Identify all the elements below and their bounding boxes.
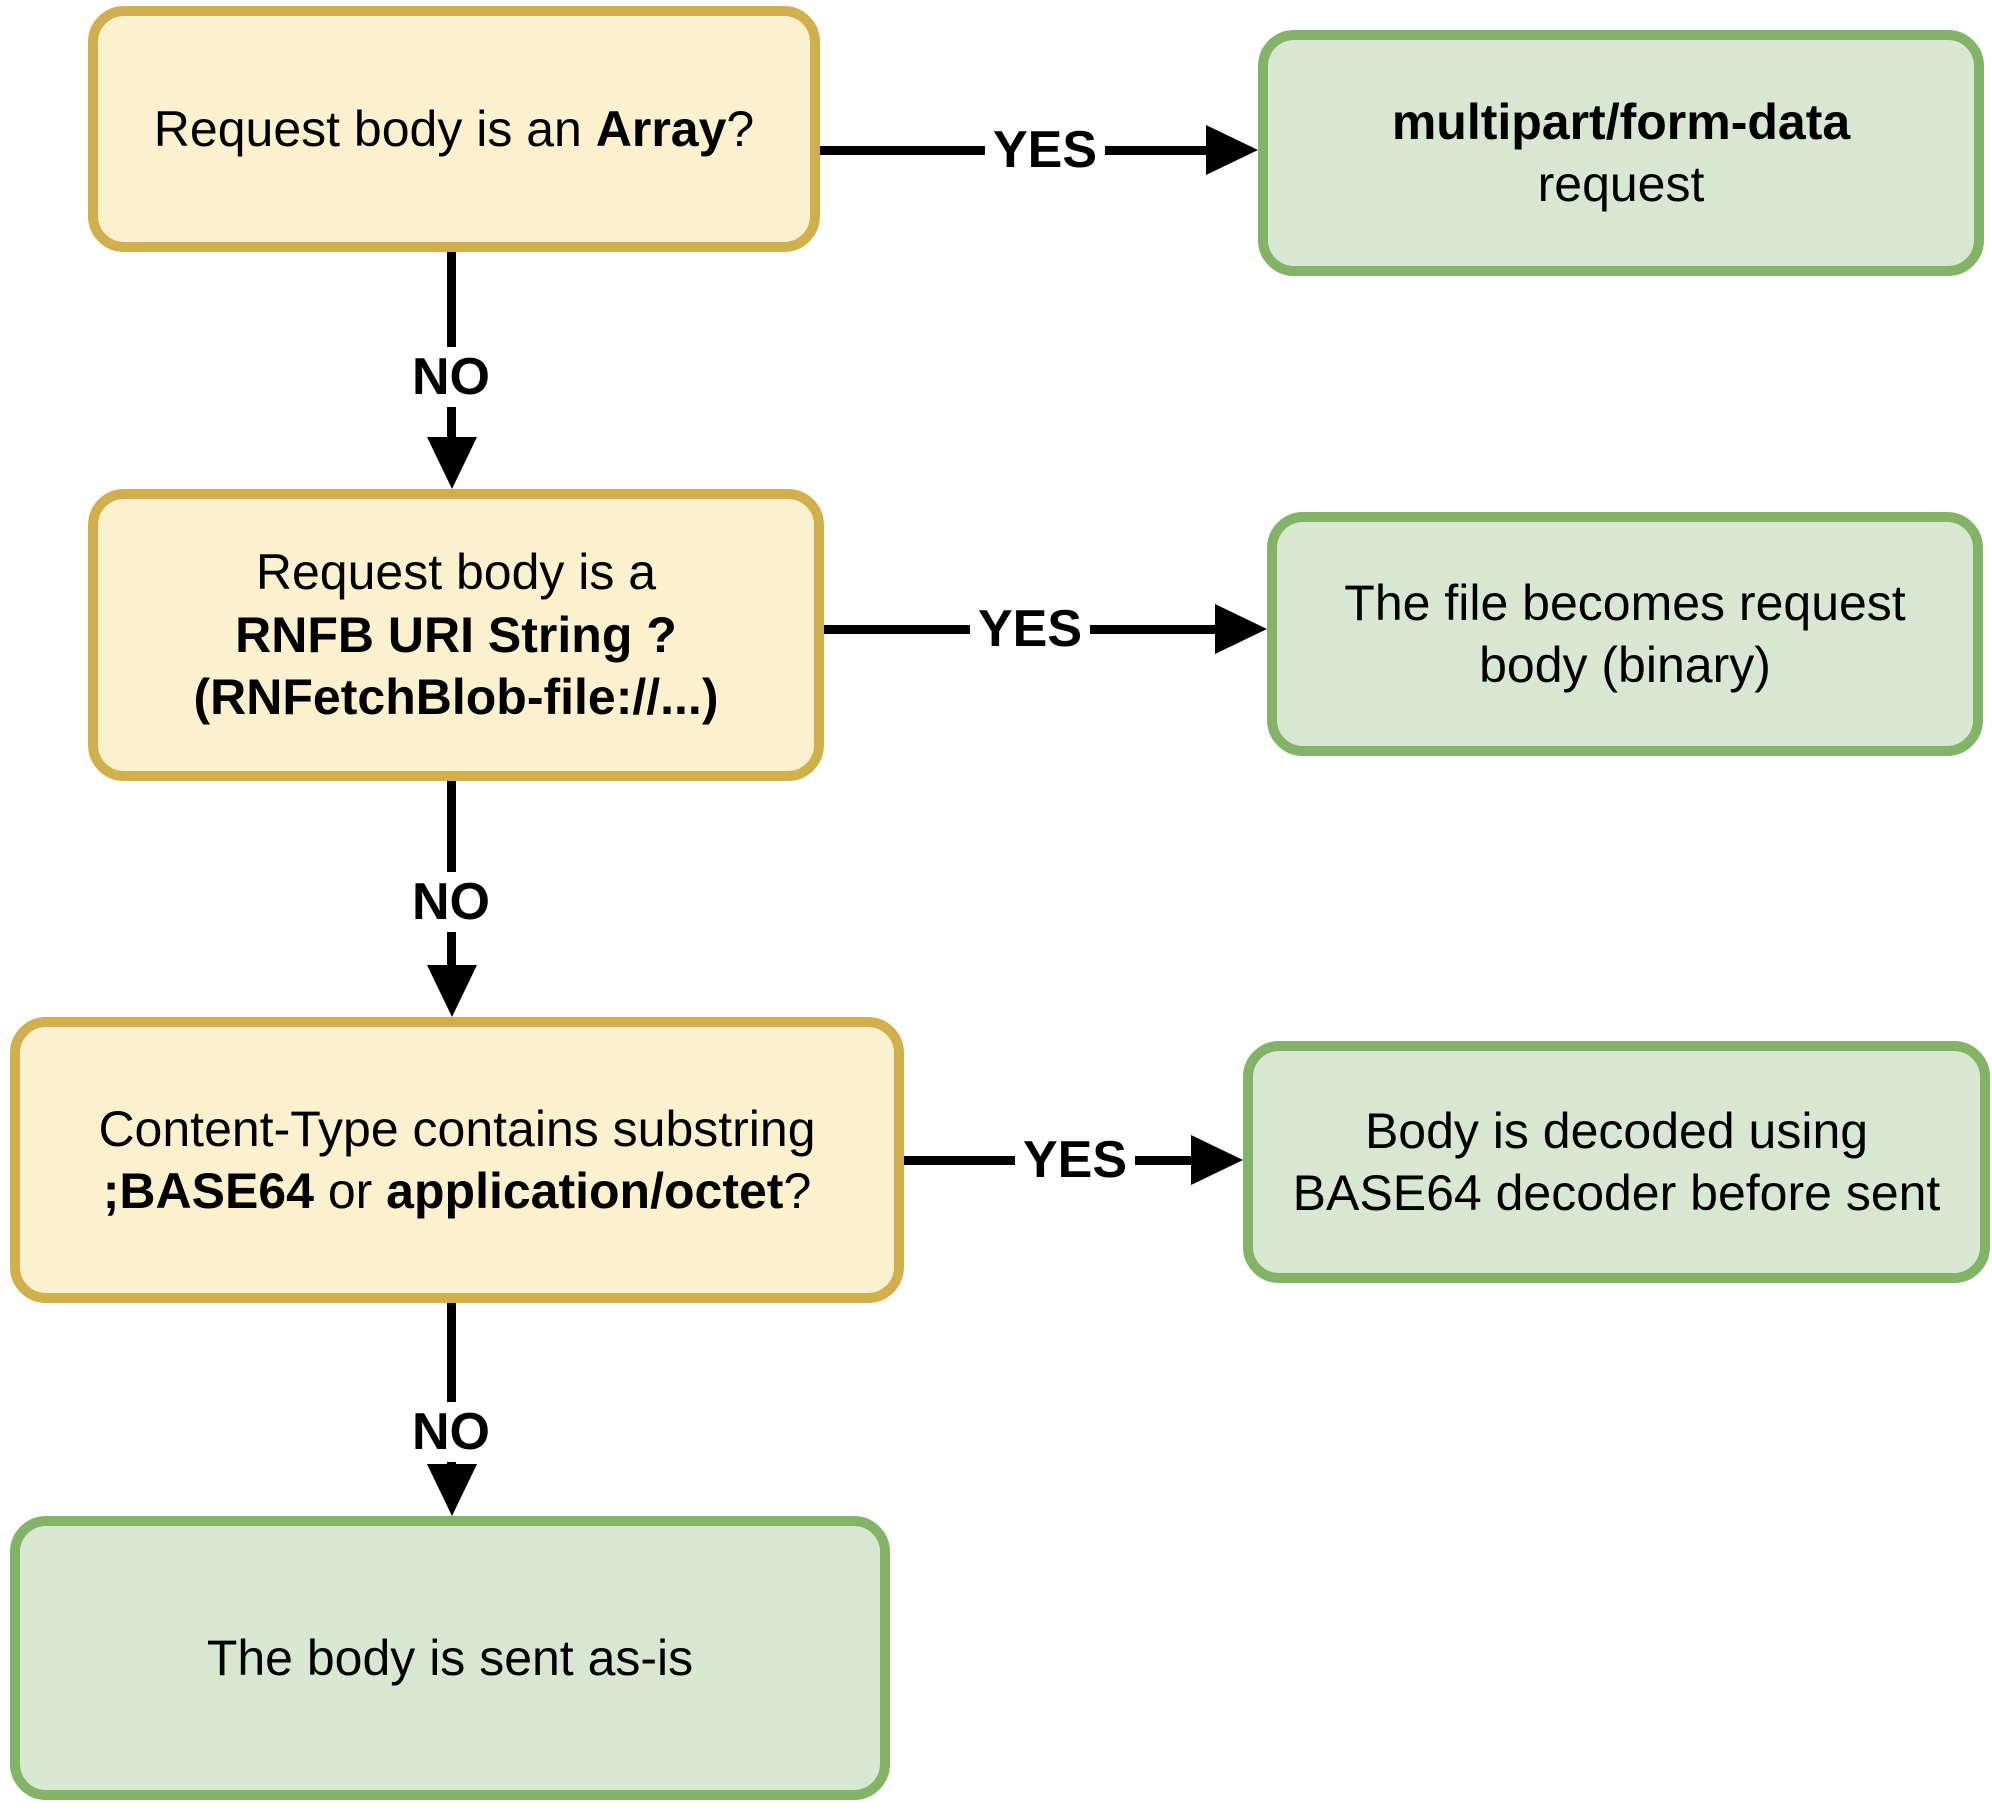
node-question-rnfb-uri-line2: RNFB URI String ? bbox=[235, 606, 677, 663]
node-result-file-binary-line2: body (binary) bbox=[1479, 637, 1771, 693]
no1-arrow-line bbox=[447, 252, 456, 437]
node-question-rnfb-uri-line3: (RNFetchBlob-file://...) bbox=[193, 669, 719, 726]
node-result-multipart: multipart/form-data request bbox=[1258, 30, 1984, 276]
no3-arrow-line bbox=[447, 1303, 456, 1464]
node-result-file-binary-line1: The file becomes request bbox=[1344, 574, 1906, 631]
node-result-base64-decoded: Body is decoded using BASE64 decoder bef… bbox=[1243, 1041, 1990, 1283]
yes2-arrowhead-icon bbox=[1215, 604, 1267, 654]
node-result-multipart-line2: request bbox=[1537, 156, 1705, 212]
edge-label-no-1: NO bbox=[404, 347, 498, 407]
node-question-content-type: Content-Type contains substring ;BASE64 … bbox=[10, 1017, 904, 1303]
edge-label-yes-3: YES bbox=[1014, 1130, 1136, 1190]
node-result-sent-as-is-line1: The body is sent as-is bbox=[206, 1629, 694, 1686]
no3-arrowhead-icon bbox=[427, 1464, 477, 1516]
yes1-arrowhead-icon bbox=[1206, 125, 1258, 175]
edge-label-yes-1: YES bbox=[984, 120, 1106, 180]
node-question-array: Request body is an Array? bbox=[88, 6, 820, 252]
node-result-multipart-line1: multipart/form-data bbox=[1391, 93, 1851, 150]
node-question-rnfb-uri: Request body is a RNFB URI String ? (RNF… bbox=[88, 489, 824, 781]
node-result-base64-decoded-line2: BASE64 decoder before sent bbox=[1292, 1165, 1941, 1221]
edge-label-yes-2: YES bbox=[969, 599, 1091, 659]
node-question-rnfb-uri-line1: Request body is a bbox=[255, 544, 657, 601]
edge-label-no-3: NO bbox=[404, 1402, 498, 1462]
yes3-arrowhead-icon bbox=[1191, 1135, 1243, 1185]
node-result-sent-as-is: The body is sent as-is bbox=[10, 1516, 890, 1800]
node-result-base64-decoded-line1: Body is decoded using bbox=[1364, 1102, 1869, 1159]
node-question-content-type-line2: ;BASE64 or application/octet? bbox=[102, 1163, 812, 1219]
node-result-file-binary: The file becomes request body (binary) bbox=[1267, 512, 1983, 756]
no1-arrowhead-icon bbox=[427, 437, 477, 489]
edge-label-no-2: NO bbox=[404, 872, 498, 932]
node-question-array-text: Request body is an Array? bbox=[153, 100, 755, 157]
node-question-content-type-line1: Content-Type contains substring bbox=[98, 1100, 816, 1157]
no2-arrowhead-icon bbox=[427, 965, 477, 1017]
